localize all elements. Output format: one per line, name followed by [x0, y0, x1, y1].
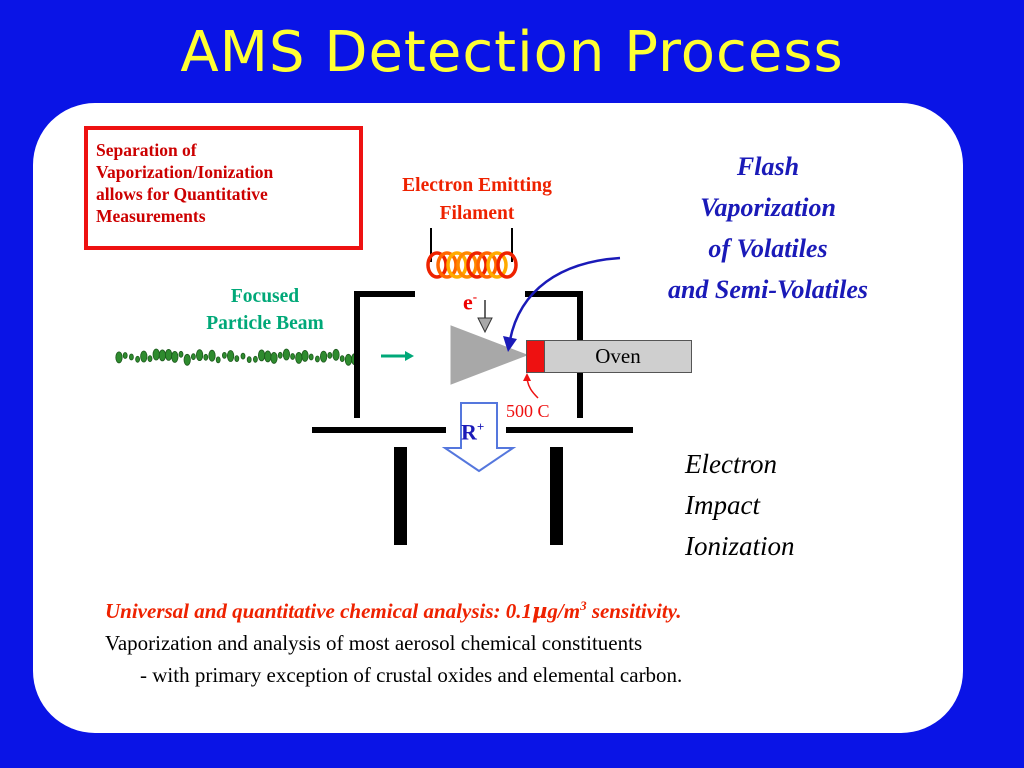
summary-headline-unit: g/m	[547, 599, 581, 623]
filament-coil-loop	[486, 251, 508, 279]
particle-dot	[135, 355, 141, 363]
summary-headline-tail: sensitivity.	[586, 599, 682, 623]
oven-heated-tip	[527, 341, 545, 372]
flash-vaporization-label: Flash Vaporization of Volatiles and Semi…	[628, 146, 908, 310]
filament-coil	[426, 251, 518, 279]
particle-dot	[246, 356, 252, 364]
particle-dot	[178, 350, 184, 358]
filament-label-line: Electron Emitting	[402, 175, 552, 196]
flash-label-line: and Semi-Volatiles	[667, 275, 869, 304]
filament-label: Electron Emitting Filament	[368, 172, 586, 228]
particle-beam-label: Focused Particle Beam	[180, 283, 350, 337]
particle-dot	[327, 351, 333, 359]
particle-dot	[227, 350, 235, 362]
particle-dot	[183, 353, 191, 366]
particle-dot	[171, 350, 179, 363]
vaporizer-cone	[450, 325, 529, 385]
particle-dot	[140, 350, 148, 363]
ion-charge: +	[476, 419, 485, 434]
particle-beam-dots	[115, 348, 359, 366]
particle-dot	[221, 351, 227, 359]
particle-dot	[344, 353, 352, 366]
particle-dot	[339, 355, 345, 363]
particle-dot	[314, 355, 320, 363]
callout-line: allows for Quantitative	[96, 184, 268, 204]
particle-dot	[158, 349, 166, 362]
particle-dot	[215, 356, 221, 364]
callout-line: Vaporization/Ionization	[96, 162, 274, 182]
flash-label-line: of Volatiles	[708, 234, 828, 263]
ionization-label: Electron Impact Ionization	[685, 444, 795, 567]
summary-line: Vaporization and analysis of most aeroso…	[105, 631, 643, 655]
summary-headline-exponent: 3	[580, 598, 587, 613]
temperature-label: 500 C	[506, 401, 550, 421]
particle-dot	[257, 349, 266, 362]
ionization-label-line: Ionization	[685, 531, 795, 561]
summary-text: Universal and quantitative chemical anal…	[105, 590, 945, 691]
oven-label: Oven	[595, 344, 641, 368]
summary-headline: Universal and quantitative chemical anal…	[105, 590, 945, 627]
particle-dot	[252, 355, 258, 363]
flash-label-line: Vaporization	[700, 193, 836, 222]
micro-symbol: µ	[532, 598, 548, 623]
electron-charge: -	[472, 289, 478, 304]
particle-dot	[301, 349, 309, 362]
particle-dot	[277, 351, 283, 359]
particle-dot	[128, 353, 134, 361]
particle-dot	[203, 353, 209, 361]
separation-callout: Separation of Vaporization/Ionization al…	[84, 126, 363, 250]
particle-dot	[295, 351, 303, 364]
beam-label-line: Particle Beam	[206, 313, 324, 334]
particle-dot	[190, 353, 196, 361]
flash-label-line: Flash	[736, 152, 800, 181]
ion-symbol: R	[461, 419, 477, 445]
extraction-plate-right	[550, 447, 563, 545]
particle-dot	[115, 351, 123, 364]
particle-dot	[308, 353, 314, 361]
electron-symbol: e	[463, 289, 473, 315]
filament-coil-loop	[466, 251, 488, 279]
extraction-plate-left	[394, 447, 407, 545]
particle-dot	[270, 351, 278, 364]
particle-dot	[290, 353, 296, 360]
particle-dot	[234, 355, 240, 363]
particle-dot	[208, 349, 216, 362]
filament-coil-loop	[496, 251, 518, 279]
particle-dot	[240, 352, 246, 360]
callout-line: Separation of	[96, 140, 197, 160]
filament-coil-loop	[446, 251, 468, 279]
filament-coil-loop	[436, 251, 458, 279]
particle-dot	[196, 349, 204, 362]
particle-dot	[282, 348, 290, 361]
filament-label-line: Filament	[439, 203, 515, 224]
callout-line: Measurements	[96, 206, 206, 226]
beam-label-line: Focused	[230, 286, 300, 307]
electron-label: e-	[463, 289, 477, 315]
vaporization-pointer	[508, 256, 621, 341]
beam-arrow	[381, 351, 414, 361]
filament-coil-loop	[456, 251, 478, 279]
filament-coil-loop	[476, 251, 498, 279]
ion-chamber	[312, 291, 633, 433]
slide-title: AMS Detection Process	[180, 20, 844, 85]
particle-dot	[122, 352, 128, 359]
ion-label: R+	[461, 419, 484, 445]
ionization-label-line: Impact	[685, 490, 760, 520]
filament-coil-loop	[426, 251, 448, 279]
ion-arrow	[441, 402, 517, 473]
particle-dot	[319, 350, 328, 363]
particle-dot	[147, 355, 153, 363]
particle-dot	[152, 348, 160, 361]
summary-headline-text: Universal and quantitative chemical anal…	[105, 599, 533, 623]
ionization-label-line: Electron	[685, 449, 777, 479]
particle-dot	[165, 348, 173, 361]
oven: Oven	[526, 340, 692, 373]
particle-dot	[332, 348, 340, 361]
electron-arrow	[477, 300, 493, 334]
summary-line: - with primary exception of crustal oxid…	[140, 663, 683, 687]
particle-dot	[264, 350, 272, 363]
